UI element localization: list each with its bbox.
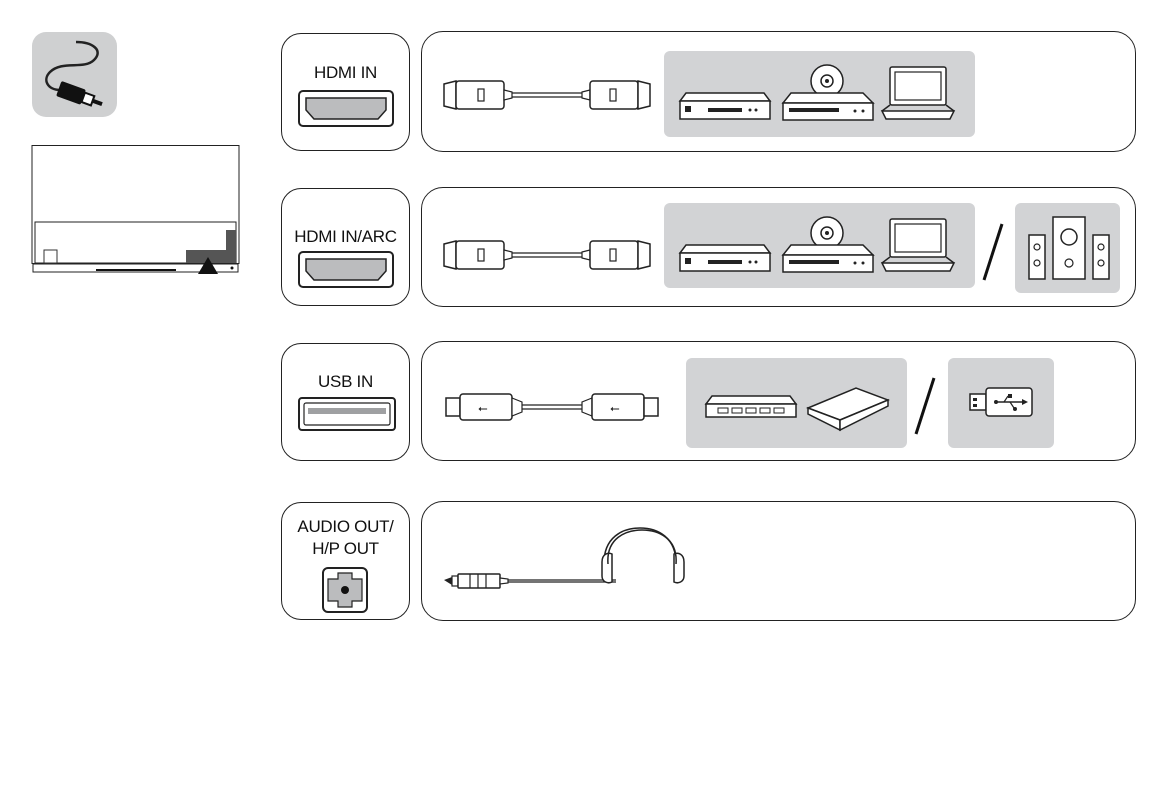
port-label-line2: H/P OUT	[282, 539, 409, 559]
hdmi-port-icon	[298, 90, 394, 128]
laptop-icon	[880, 65, 956, 123]
hdmi-cable-icon	[442, 238, 652, 272]
svg-text:⭠: ⭠	[610, 401, 620, 415]
headphones-cable-icon	[442, 524, 692, 594]
set-top-box-icon	[678, 241, 772, 275]
disc-player-icon	[781, 215, 875, 275]
connection-usb-in: ⭠ ⭠	[421, 341, 1136, 461]
usb-drive-panel	[948, 358, 1054, 448]
usb-drive-icon	[968, 386, 1036, 418]
laptop-icon	[880, 217, 956, 275]
port-label: HDMI IN/ARC	[282, 227, 409, 247]
cable-plug-icon	[32, 32, 117, 117]
devices-panel	[664, 51, 975, 137]
devices-panel	[664, 203, 975, 288]
svg-text:⭠: ⭠	[478, 401, 488, 415]
port-label: HDMI IN	[282, 63, 409, 83]
speakers-icon	[1025, 215, 1113, 281]
port-usb-in: USB IN	[281, 343, 410, 461]
port-hdmi-in: HDMI IN	[281, 33, 410, 151]
headphones-icon	[602, 528, 684, 583]
connection-audio-out	[421, 501, 1136, 621]
external-hdd-icon	[804, 386, 892, 434]
audio-port-icon	[322, 567, 368, 613]
storage-panel	[686, 358, 907, 448]
disc-player-icon	[781, 63, 875, 123]
hdmi-cable-icon	[442, 78, 652, 112]
speakers-panel	[1015, 203, 1120, 293]
port-audio-out: AUDIO OUT/ H/P OUT	[281, 502, 410, 620]
port-hdmi-arc: HDMI IN/ARC	[281, 188, 410, 306]
usb-hub-icon	[704, 394, 798, 420]
or-slash-icon	[912, 376, 938, 436]
hdmi-arc-port-icon	[298, 251, 394, 289]
connection-hdmi-arc	[421, 187, 1136, 307]
tv-rear-panel-icon	[31, 145, 241, 275]
port-label-line1: AUDIO OUT/	[282, 517, 409, 537]
usb-cable-icon: ⭠ ⭠	[444, 392, 660, 422]
port-label: USB IN	[282, 372, 409, 392]
usb-port-icon	[298, 397, 396, 431]
connection-hdmi-in	[421, 31, 1136, 152]
set-top-box-icon	[678, 89, 772, 123]
or-slash-icon	[980, 222, 1006, 282]
